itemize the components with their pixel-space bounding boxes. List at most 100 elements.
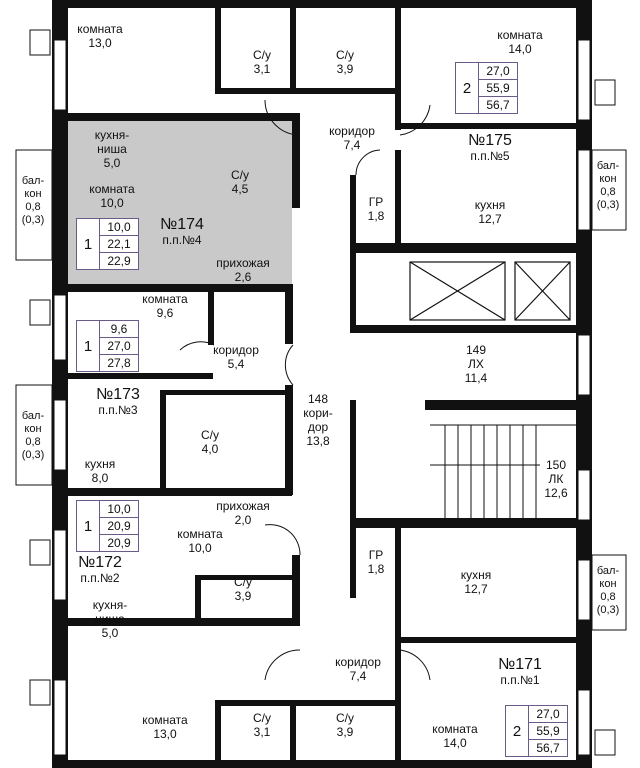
room-name: С/у bbox=[231, 168, 249, 182]
room-name: кухня bbox=[84, 457, 116, 471]
apartment-pp: п.п.№3 bbox=[98, 403, 138, 417]
room-name: ниша bbox=[97, 142, 127, 156]
room-name: кухня bbox=[474, 198, 506, 212]
room-name: прихожая bbox=[216, 499, 270, 513]
apartment-pp: п.п.№5 bbox=[470, 149, 510, 163]
total-area-with-balcony: 20,9 bbox=[107, 536, 131, 550]
room-number: 149 bbox=[465, 343, 487, 357]
room-name: ГР bbox=[368, 195, 384, 209]
room-area: 1,8 bbox=[367, 562, 385, 576]
room-name: С/у bbox=[336, 711, 354, 725]
room-name: ЛХ bbox=[468, 357, 484, 371]
room-name: бал- bbox=[596, 565, 620, 577]
room-area: 13,0 bbox=[153, 727, 177, 741]
room-name: бал- bbox=[596, 160, 620, 172]
room-count: 2 bbox=[456, 63, 479, 113]
apartment-pp: п.п.№4 bbox=[162, 233, 202, 247]
room-area: 8,0 bbox=[91, 471, 109, 485]
room-area: 1,8 bbox=[367, 209, 385, 223]
room-name: С/у bbox=[336, 48, 354, 62]
room-number: 148 bbox=[307, 392, 329, 406]
total-area: 55,9 bbox=[479, 80, 517, 97]
room-area: 9,6 bbox=[156, 306, 174, 320]
total-area: 27,0 bbox=[100, 338, 138, 355]
total-area-with-balcony: 27,8 bbox=[107, 356, 131, 370]
room-area: 12,7 bbox=[464, 582, 488, 596]
room-name: кухня bbox=[460, 568, 492, 582]
room-name: кон bbox=[24, 188, 42, 200]
total-area-with-balcony: 56,7 bbox=[486, 98, 510, 112]
room-name: коридор bbox=[335, 655, 381, 669]
room-name: ЛК bbox=[548, 472, 564, 486]
room-area: 3,1 bbox=[253, 725, 271, 739]
room-name: коридор bbox=[329, 124, 375, 138]
total-area: 20,9 bbox=[100, 518, 138, 535]
room-area: 3,9 bbox=[336, 62, 354, 76]
room-area: 5,4 bbox=[227, 357, 245, 371]
room-name: С/у bbox=[234, 575, 252, 589]
elevator-shafts bbox=[409, 261, 571, 321]
room-count: 1 bbox=[77, 219, 100, 269]
room-area-reduced: (0,3) bbox=[21, 214, 45, 226]
room-name: комната bbox=[77, 22, 123, 36]
room-name: комната bbox=[432, 722, 478, 736]
apartment-number-text: №172 bbox=[78, 554, 122, 571]
balconies bbox=[15, 149, 627, 631]
room-area-reduced: (0,3) bbox=[596, 604, 620, 616]
room-name: прихожая bbox=[216, 256, 270, 270]
living-area: 27,0 bbox=[529, 706, 567, 723]
apartment-pp: п.п.№2 bbox=[80, 571, 120, 585]
room-name: бал- bbox=[21, 410, 45, 422]
living-area: 27,0 bbox=[479, 63, 517, 80]
room-name: кухня- bbox=[92, 598, 128, 612]
room-name: кухня- bbox=[94, 128, 130, 142]
apartment-number-text: №171 bbox=[498, 656, 542, 673]
room-number: 150 bbox=[545, 458, 567, 472]
room-area: 13,0 bbox=[88, 36, 112, 50]
room-name: кори- bbox=[303, 406, 333, 420]
room-name: бал- bbox=[21, 175, 45, 187]
room-count: 2 bbox=[506, 706, 529, 756]
room-area: 3,9 bbox=[336, 725, 354, 739]
room-area: 0,8 bbox=[25, 201, 41, 213]
apartment-pp: п.п.№1 bbox=[500, 673, 540, 687]
room-area: 12,6 bbox=[544, 486, 568, 500]
living-area: 10,0 bbox=[100, 501, 138, 518]
room-name: комната bbox=[89, 182, 135, 196]
room-name: кон bbox=[24, 423, 42, 435]
total-area-with-balcony: 56,7 bbox=[536, 741, 560, 755]
room-area: 4,5 bbox=[231, 182, 249, 196]
room-area: 14,0 bbox=[508, 42, 532, 56]
room-area: 0,8 bbox=[600, 186, 616, 198]
room-area: 5,0 bbox=[101, 626, 119, 640]
room-area: 5,0 bbox=[103, 156, 121, 170]
room-name: кон bbox=[599, 578, 617, 590]
